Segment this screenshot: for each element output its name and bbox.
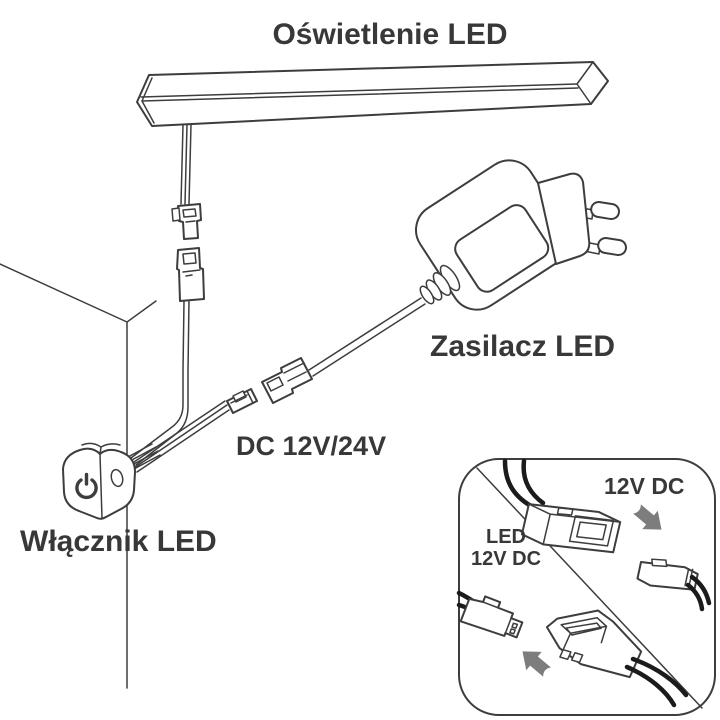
cable-to-switch <box>130 300 190 466</box>
connector-male-upper <box>171 203 202 240</box>
inset-psu-connector-bottom <box>545 609 643 679</box>
cable-strain-relief <box>419 264 461 305</box>
inset-right-wires <box>685 574 712 612</box>
cable-from-bar <box>180 124 192 205</box>
label-led-switch: Włącznik LED <box>20 525 217 558</box>
inset-bottom-wires <box>624 656 689 708</box>
led-switch <box>62 442 161 520</box>
label-dc-voltage: DC 12V/24V <box>236 431 387 461</box>
power-icon <box>75 472 98 500</box>
power-supply <box>415 159 627 311</box>
label-power-supply: Zasilacz LED <box>430 330 616 363</box>
connector-female-lower <box>261 357 313 404</box>
connector-male-lower <box>226 388 258 414</box>
inset-label-led-side: LED 12V DC <box>466 526 546 570</box>
arrow-up-left-icon <box>522 651 551 677</box>
title-led-lighting: Oświetlenie LED <box>272 18 508 51</box>
inset-panel <box>456 458 716 716</box>
inset-divider <box>476 467 703 709</box>
inset-top-wires <box>502 458 546 509</box>
connector-female-upper <box>176 247 205 302</box>
inset-psu-connector-top <box>520 503 622 554</box>
inset-led-connector <box>459 595 524 639</box>
inset-label-led-line2: 12V DC <box>470 548 542 570</box>
cable-switch-to-plug <box>130 400 230 473</box>
inset-label-psu-side: 12V DC <box>604 473 685 499</box>
arrow-down-right-icon <box>633 504 662 530</box>
cable-to-psu <box>308 297 426 377</box>
inset-label-led-line1: LED <box>486 526 526 548</box>
led-light-bar <box>136 61 609 127</box>
